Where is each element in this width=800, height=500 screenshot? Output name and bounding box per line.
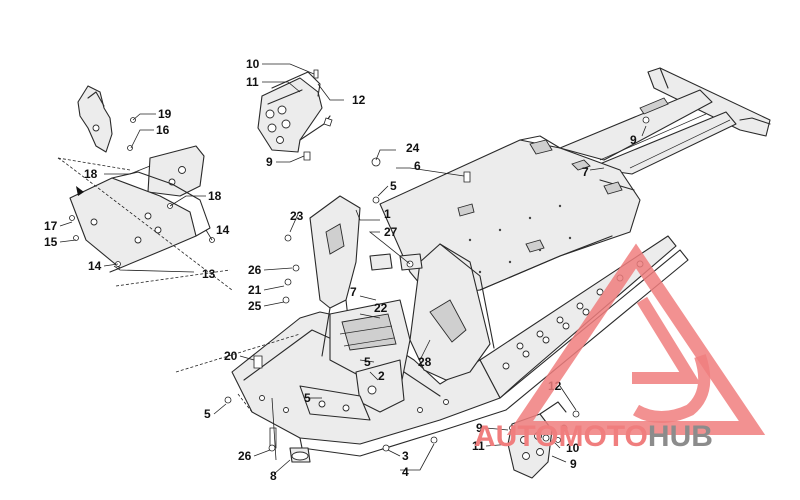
callout-label: 25 (248, 299, 262, 313)
callout-label: 12 (352, 93, 366, 107)
callout-label: 5 (390, 179, 397, 193)
callout-label: 24 (406, 141, 420, 155)
callout-label: 14 (216, 223, 230, 237)
callout-label: 9 (570, 457, 577, 471)
rear-rail-assembly (559, 67, 771, 175)
callout-labels: 10 11 12 9 19 16 18 18 17 15 14 14 13 24… (44, 57, 637, 483)
callout-label: 8 (270, 469, 277, 483)
watermark-triangle-icon (506, 243, 766, 435)
callout-label: 14 (88, 259, 102, 273)
callout-label: 5 (304, 391, 311, 405)
leader-lines (57, 63, 647, 475)
callout-label: 15 (44, 235, 58, 249)
callout-label: 22 (374, 301, 388, 315)
watermark-logo: AUTOMOTOHUB (474, 243, 766, 453)
upper-bracket-assembly (257, 69, 333, 161)
callout-label: 7 (350, 285, 357, 299)
callout-label: 19 (158, 107, 172, 121)
callout-label: 10 (566, 441, 580, 455)
callout-label: 5 (364, 355, 371, 369)
callout-label: 21 (248, 283, 262, 297)
watermark-word-hub: HUB (648, 420, 713, 453)
callout-label: 6 (414, 159, 421, 173)
callout-label: 3 (402, 449, 409, 463)
front-frame (231, 195, 507, 463)
callout-label: 13 (202, 267, 216, 281)
watermark-word-moto: MOTO (558, 420, 647, 453)
callout-label: 10 (246, 57, 260, 71)
callout-label: 28 (418, 355, 432, 369)
callout-label: 17 (44, 219, 58, 233)
callout-label: 11 (472, 439, 485, 453)
callout-label: 26 (238, 449, 252, 463)
watermark-arc-icon (632, 296, 711, 423)
callout-label: 16 (156, 123, 170, 137)
left-bracket-assembly (69, 85, 215, 273)
callout-label: 27 (384, 225, 398, 239)
watermark-word-auto: AUTO (474, 420, 558, 453)
callout-label: 4 (402, 465, 409, 479)
callout-label: 1 (384, 207, 391, 221)
callout-label: 26 (248, 263, 262, 277)
callout-label: 18 (208, 189, 222, 203)
callout-label: 9 (630, 133, 637, 147)
callout-label: 7 (582, 165, 589, 179)
callout-label: 11 (246, 75, 259, 89)
callout-label: 5 (204, 407, 211, 421)
callout-label: 9 (266, 155, 273, 169)
callout-label: 20 (224, 349, 238, 363)
callout-label: 2 (378, 369, 385, 383)
callout-label: 23 (290, 209, 304, 223)
callout-label: 9 (476, 421, 483, 435)
watermark-text: AUTOMOTOHUB (474, 420, 713, 453)
callout-label: 18 (84, 167, 98, 181)
